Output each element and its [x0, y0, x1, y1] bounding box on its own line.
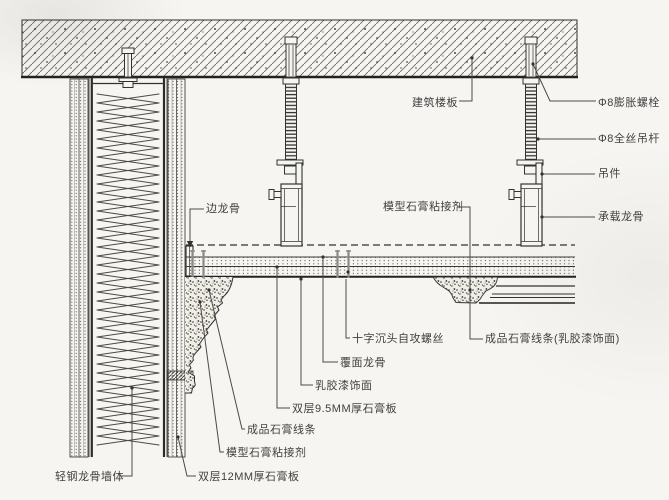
- label-expansion-bolt: Φ8膨胀螺栓: [598, 97, 660, 109]
- label-gypsum-adhesive-top: 模型石膏粘接剂: [383, 201, 464, 213]
- label-double-95-board: 双层9.5MM厚石膏板: [292, 403, 398, 415]
- label-steel-stud-wall: 轻钢龙骨墙体: [55, 471, 124, 483]
- suspended-ceiling: [185, 244, 576, 278]
- label-gypsum-adhesive-bottom: 模型石膏粘接剂: [226, 447, 307, 459]
- label-building-slab: 建筑楼板: [412, 97, 458, 109]
- light-steel-stud-wall: [69, 47, 186, 458]
- leader-dots: [130, 56, 544, 439]
- label-load-bearing-keel: 承载龙骨: [598, 211, 644, 223]
- label-furring-keel: 覆面龙骨: [340, 357, 386, 369]
- leader-lines: [120, 58, 596, 477]
- hanger-assemblies: [268, 36, 544, 247]
- edge-keel-arrowhead: [186, 241, 194, 248]
- label-finished-moulding: 成品石膏线条: [247, 424, 316, 436]
- label-threaded-rod: Φ8全丝吊杆: [598, 133, 660, 145]
- hanger-assembly: [508, 36, 544, 247]
- ceiling-centre-moulding: [432, 276, 575, 304]
- label-double-12-board: 双层12MM厚石膏板: [198, 471, 300, 483]
- cornice-moulding: [185, 277, 233, 393]
- wall-anchor-bolt: [118, 47, 138, 88]
- label-hanger: 吊件: [598, 168, 621, 180]
- label-finished-moulding-paint: 成品石膏线条(乳胶漆饰面): [485, 333, 620, 345]
- label-edge-keel: 边龙骨: [206, 203, 241, 215]
- label-latex-paint: 乳胶漆饰面: [315, 380, 373, 392]
- concrete-slab: [21, 19, 578, 79]
- wall-insulation: [96, 93, 160, 446]
- cornice-profile-edge: [185, 276, 234, 394]
- label-self-tapping-screw: 十字沉头自攻螺丝: [352, 333, 444, 345]
- hanger-assembly: [268, 36, 304, 247]
